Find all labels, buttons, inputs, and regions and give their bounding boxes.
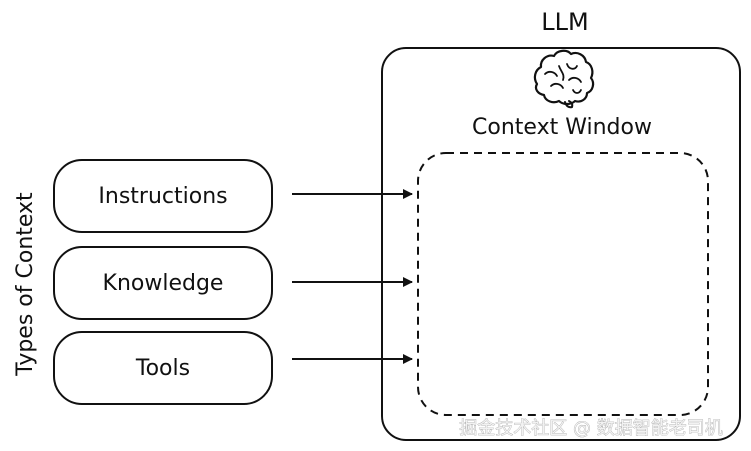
knowledge-box [53,246,273,320]
instructions-label: Instructions [98,184,227,209]
brain-icon [533,49,595,109]
watermark-text: 掘金技术社区 @ 数据智能老司机 [459,418,722,439]
tools-box [53,331,273,405]
context-window-box [417,152,709,416]
llm-box [381,47,741,441]
context-window-label: Context Window [472,115,652,140]
knowledge-label: Knowledge [103,271,224,296]
llm-label: LLM [541,8,588,36]
side-label: Types of Context [13,192,38,377]
tools-label: Tools [135,356,190,381]
instructions-box [53,159,273,233]
